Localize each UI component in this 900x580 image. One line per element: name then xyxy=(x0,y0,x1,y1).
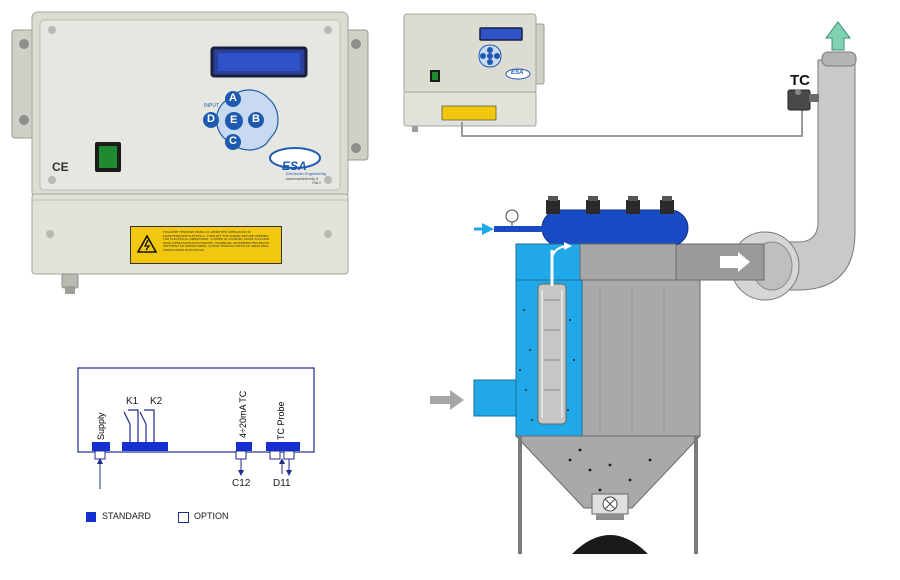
legend: STANDARD OPTION xyxy=(86,510,266,526)
warning-sticker: TOGLIERE TENSIONE PRIMA DI APRIRE PER OP… xyxy=(130,226,282,264)
supply-label: Supply xyxy=(96,412,106,440)
esa-brand-subtitle: Electronic Engineering xyxy=(286,171,327,176)
wiring-schematic xyxy=(77,367,315,489)
analog-output-label: 4÷20mA TC xyxy=(238,390,248,438)
legend-standard-label: STANDARD xyxy=(102,511,151,521)
input-label: INPUT xyxy=(204,103,219,109)
tc-label: TC xyxy=(790,72,810,89)
c12-label: C12 xyxy=(232,478,251,489)
keypad-label-a: A xyxy=(229,92,237,104)
k1-label: K1 xyxy=(126,396,139,407)
keypad-label-c: C xyxy=(229,135,237,147)
controller-small: ESA xyxy=(398,12,548,132)
installation-diagram: TC xyxy=(420,10,900,580)
wiring-diagram: Supply K1 K2 4÷20mA TC TC Probe C12 D11 xyxy=(70,362,330,532)
dust-collector-drawing xyxy=(430,21,857,554)
ce-mark: CE xyxy=(52,160,69,174)
esa-website: www.esaelectronic.it xyxy=(286,177,318,181)
tc-probe-label: TC Probe xyxy=(276,401,286,440)
k2-label: K2 xyxy=(150,396,163,407)
legend-standard-swatch xyxy=(86,512,96,522)
d11-label: D11 xyxy=(273,478,291,489)
keypad-label-e: E xyxy=(230,114,238,126)
keypad-button-b[interactable] xyxy=(248,112,264,128)
controller-large: A E D B C INPUT CE ESA Electronic Engine… xyxy=(10,8,370,298)
keypad-label-d: D xyxy=(207,113,215,125)
electrical-hazard-icon xyxy=(137,235,157,253)
keypad-button-a[interactable] xyxy=(225,91,241,107)
small-esa-brand: ESA xyxy=(511,70,524,76)
legend-option-swatch xyxy=(178,512,189,523)
keypad-button-c[interactable] xyxy=(225,134,241,150)
legend-option-label: OPTION xyxy=(194,511,229,521)
keypad-label-b: B xyxy=(252,113,260,125)
warning-text: TOGLIERE TENSIONE PRIMA DI APRIRE PER OP… xyxy=(163,231,270,252)
esa-brand: ESA xyxy=(282,159,307,173)
keypad-button-d[interactable] xyxy=(203,112,219,128)
keypad-button-e[interactable] xyxy=(225,112,243,130)
esa-country: ITALY xyxy=(312,181,322,185)
